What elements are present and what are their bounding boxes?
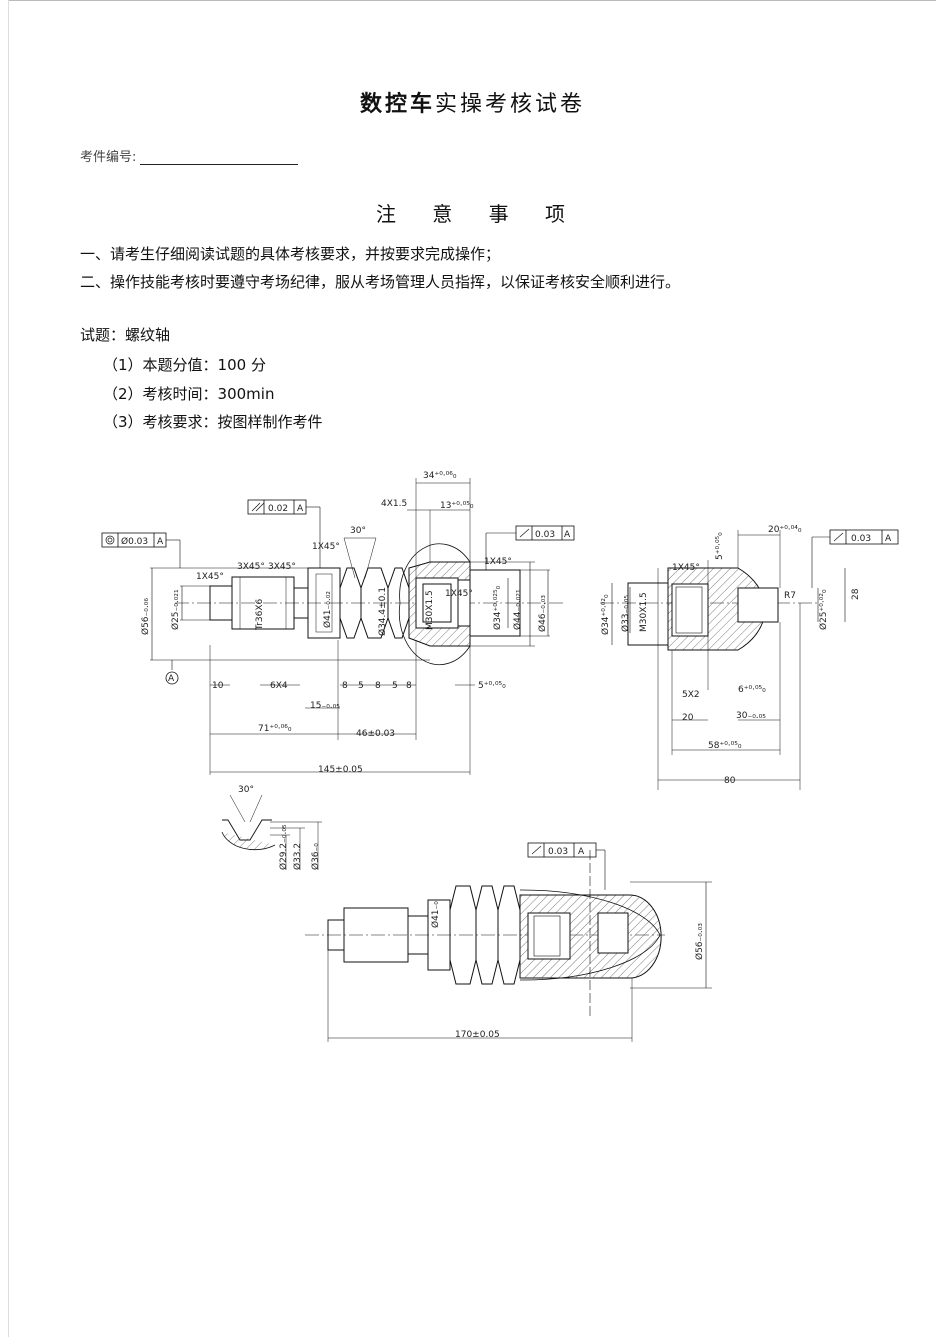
- dim-dia-34-4: Ø34.4±0.1: [377, 587, 388, 636]
- page-border-top: [8, 0, 936, 1]
- dim-dia-56: Ø56₋₀.₀₆: [140, 598, 151, 635]
- part-number-blank[interactable]: [140, 150, 299, 165]
- question-item-score: （1）本题分值：100 分: [103, 356, 266, 374]
- dim-len-145: 145±0.05: [318, 765, 363, 775]
- dim-r-dia-25: Ø25⁺⁰·⁰²₀: [818, 589, 829, 630]
- dim-r-28: 28: [851, 588, 861, 600]
- dim-13: 13⁺⁰·⁰⁵₀: [440, 501, 474, 511]
- page-title: 数控车实操考核试卷: [0, 86, 945, 118]
- page-border-left: [8, 0, 9, 1337]
- tol-datum-a-3: A: [564, 530, 571, 540]
- dim-r-80: 80: [724, 776, 736, 786]
- groove-detail-view: [221, 794, 322, 870]
- dim-tr36: Tr36X6: [255, 599, 265, 631]
- instruction-1: 一、请考生仔细阅读试题的具体考核要求，并按要求完成操作；: [80, 245, 501, 263]
- dim-assembly-170: 170±0.05: [455, 1030, 500, 1040]
- notice-heading: 注 意 事 项: [375, 202, 570, 226]
- dim-r-dia-34: Ø34⁺⁰·⁰²₀: [600, 594, 611, 635]
- dim-angle-30: 30°: [350, 526, 366, 536]
- dim-len-8-c: 8: [406, 681, 412, 691]
- dim-34: 34⁺⁰·⁰⁶₀: [423, 471, 457, 481]
- dim-r-20: 20⁺⁰·⁰⁴₀: [768, 525, 802, 535]
- tol-runout-value-1: 0.03: [535, 530, 555, 540]
- dim-chamfer-1x45-c: 1X45°: [484, 557, 512, 567]
- dim-groove-angle: 30°: [238, 785, 254, 795]
- dim-chamfer-3x45-b: 3X45°: [268, 562, 296, 572]
- dim-r-m30: M30X1.5: [639, 592, 649, 632]
- tol-datum-a-4: A: [885, 534, 892, 544]
- dim-chamfer-1x45-a: 1X45°: [312, 542, 340, 552]
- instruction-2: 二、操作技能考核时要遵守考场纪律，服从考场管理人员指挥，以保证考核安全顺利进行。: [80, 273, 681, 291]
- dim-r-20b: 20: [682, 713, 694, 723]
- tol-runout-value-3: 0.03: [548, 847, 568, 857]
- dim-len-8-b: 8: [375, 681, 381, 691]
- question-item-time: （2）考核时间：300min: [103, 385, 275, 403]
- dim-len-5-b: 5: [392, 681, 398, 691]
- dim-r-chamfer: 1X45°: [672, 563, 700, 573]
- dim-r-radius: R7: [784, 591, 796, 601]
- dim-len-10: 10: [212, 681, 224, 691]
- dim-len-46: 46±0.03: [356, 729, 395, 739]
- dim-dia-34-025: Ø34⁺⁰·⁰²⁵₀: [492, 585, 503, 630]
- tol-parallel-value: 0.02: [268, 504, 288, 514]
- tol-datum-a-1: A: [157, 537, 164, 547]
- part-number-field: 考件编号:: [80, 146, 299, 165]
- assembly-view: [305, 842, 712, 1042]
- dim-4x15: 4X1.5: [381, 499, 407, 509]
- title-bold: 数控车: [359, 92, 435, 117]
- main-shaft-view: [101, 478, 575, 775]
- tol-datum-a-2: A: [297, 504, 304, 514]
- dim-len-5-a: 5: [358, 681, 364, 691]
- engineering-drawing: Ø0.03 A 0.02 A 0.03 A 0.03 A 0.03 A A 34…: [101, 471, 899, 1042]
- dim-len-8-a: 8: [342, 681, 348, 691]
- dim-assembly-dia-41: Ø41₋₀: [430, 901, 441, 928]
- dim-assembly-dia-56: Ø56₋₀.₀₃: [694, 923, 705, 960]
- dim-m30: M30X1.5: [425, 590, 435, 630]
- dim-groove-dia-2: Ø33.2: [292, 843, 303, 870]
- title-rest: 实操考核试卷: [435, 92, 586, 117]
- question-title: 试题：螺纹轴: [80, 326, 171, 344]
- part-number-label: 考件编号:: [80, 150, 137, 165]
- dim-r-6: 6⁺⁰·⁰⁵₀: [738, 685, 766, 695]
- dim-chamfer-1x45-b: 1X45°: [196, 572, 224, 582]
- dim-dia-44: Ø44₋₀.₀₂₁: [512, 589, 523, 630]
- tol-datum-a-5: A: [578, 847, 585, 857]
- dim-groove-dia-1: Ø29.2₋₀.₀₅: [278, 824, 289, 870]
- dim-len-6x4: 6X4: [270, 681, 288, 691]
- datum-a-symbol: A: [168, 674, 175, 684]
- question-item-requirement: （3）考核要求：按图样制作考件: [103, 413, 323, 431]
- dim-chamfer-3x45-a: 3X45°: [237, 562, 265, 572]
- dim-groove-dia-3: Ø36₋₀: [310, 843, 321, 870]
- dim-dia-41: Ø41₋₀.₀₂: [322, 591, 333, 628]
- right-section-view: [600, 529, 899, 790]
- tol-runout-value-2: 0.03: [851, 534, 871, 544]
- dim-len-71: 71⁺⁰·⁰⁶₀: [258, 724, 292, 734]
- dim-r-5x2: 5X2: [682, 690, 700, 700]
- dim-chamfer-1x45-d: 1X45°: [445, 589, 473, 599]
- dim-dia-25: Ø25₋₀.₀₂₁: [170, 589, 181, 630]
- dim-r-5: 5⁺⁰·⁰⁵₀: [715, 532, 725, 560]
- dim-r-dia-33: Ø33₋₀.₀₅: [620, 595, 631, 632]
- dim-len-5-c: 5⁺⁰·⁰⁵₀: [478, 681, 506, 691]
- dim-r-58: 58⁺⁰·⁰⁵₀: [708, 741, 742, 751]
- dim-r-30: 30₋₀.₀₅: [736, 711, 766, 721]
- tol-concentricity-value: Ø0.03: [121, 536, 148, 547]
- dim-len-15: 15₋₀.₀₅: [310, 701, 340, 711]
- dim-dia-46: Ø46₋₀.₀₃: [537, 595, 548, 632]
